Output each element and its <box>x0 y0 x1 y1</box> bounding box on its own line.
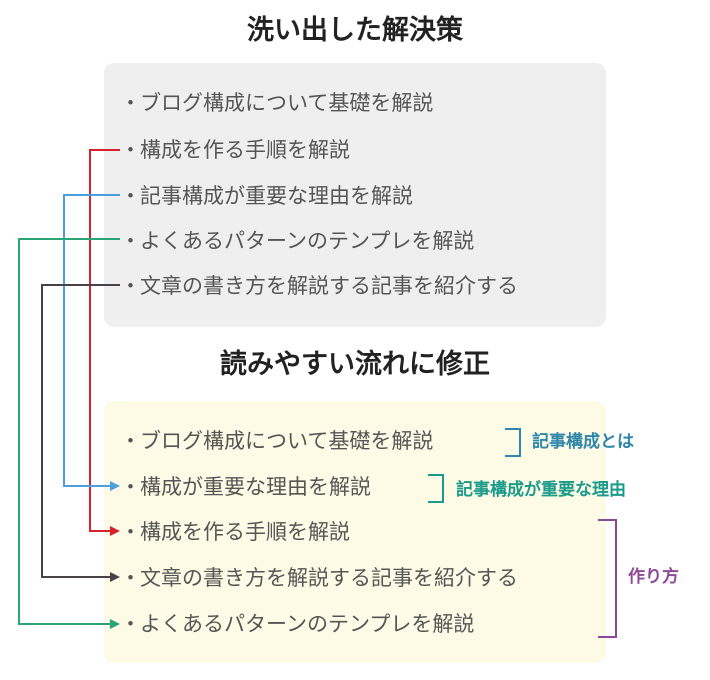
connector-blue <box>63 194 120 491</box>
bracket-second <box>428 474 444 503</box>
bullet: ・ <box>120 566 141 590</box>
original-item-2-text: 構成を作る手順を解説 <box>140 138 350 162</box>
heading-revised: 読みやすい流れに修正 <box>220 349 490 380</box>
original-item-3: ・記事構成が重要な理由を解説 <box>120 182 413 210</box>
original-item-4: ・よくあるパターンのテンプレを解説 <box>120 227 474 255</box>
revised-item-5: ・よくあるパターンのテンプレを解説 <box>120 610 474 638</box>
original-item-5: ・文章の書き方を解説する記事を紹介する <box>120 272 518 300</box>
original-item-1-text: ブログ構成について基礎を解説 <box>140 91 434 115</box>
revised-item-3: ・構成を作る手順を解説 <box>120 518 350 546</box>
revised-item-3-text: 構成を作る手順を解説 <box>140 520 350 544</box>
bullet: ・ <box>120 184 141 208</box>
revised-item-5-text: よくあるパターンのテンプレを解説 <box>140 612 475 636</box>
connector-red <box>89 149 120 536</box>
original-item-4-text: よくあるパターンのテンプレを解説 <box>140 229 475 253</box>
bullet: ・ <box>120 520 141 544</box>
tag-why-structure-matters: 記事構成が重要な理由 <box>456 480 626 500</box>
original-item-5-text: 文章の書き方を解説する記事を紹介する <box>140 274 518 298</box>
bullet: ・ <box>120 229 141 253</box>
tag-what-is-structure: 記事構成とは <box>532 432 634 452</box>
tag-how-to-make: 作り方 <box>628 567 679 587</box>
revised-item-4-text: 文章の書き方を解説する記事を紹介する <box>140 566 518 590</box>
revised-item-4: ・文章の書き方を解説する記事を紹介する <box>120 564 518 592</box>
revised-item-1-text: ブログ構成について基礎を解説 <box>140 429 434 453</box>
bullet: ・ <box>120 475 141 499</box>
bullet: ・ <box>120 612 141 636</box>
connector-dark <box>41 284 120 582</box>
revised-item-2-text: 構成が重要な理由を解説 <box>140 475 371 499</box>
bracket-first <box>505 428 521 457</box>
revised-item-2: ・構成が重要な理由を解説 <box>120 473 371 501</box>
original-item-1: ・ブログ構成について基礎を解説 <box>120 89 433 117</box>
bullet: ・ <box>120 91 141 115</box>
revised-item-1: ・ブログ構成について基礎を解説 <box>120 427 433 455</box>
original-list-panel <box>104 63 606 327</box>
original-item-3-text: 記事構成が重要な理由を解説 <box>140 184 413 208</box>
bullet: ・ <box>120 138 141 162</box>
original-item-2: ・構成を作る手順を解説 <box>120 136 350 164</box>
bullet: ・ <box>120 274 141 298</box>
bullet: ・ <box>120 429 141 453</box>
connector-green <box>18 238 120 629</box>
bracket-third <box>598 519 617 638</box>
revised-list-panel <box>104 401 606 663</box>
heading-original: 洗い出した解決策 <box>247 15 463 46</box>
